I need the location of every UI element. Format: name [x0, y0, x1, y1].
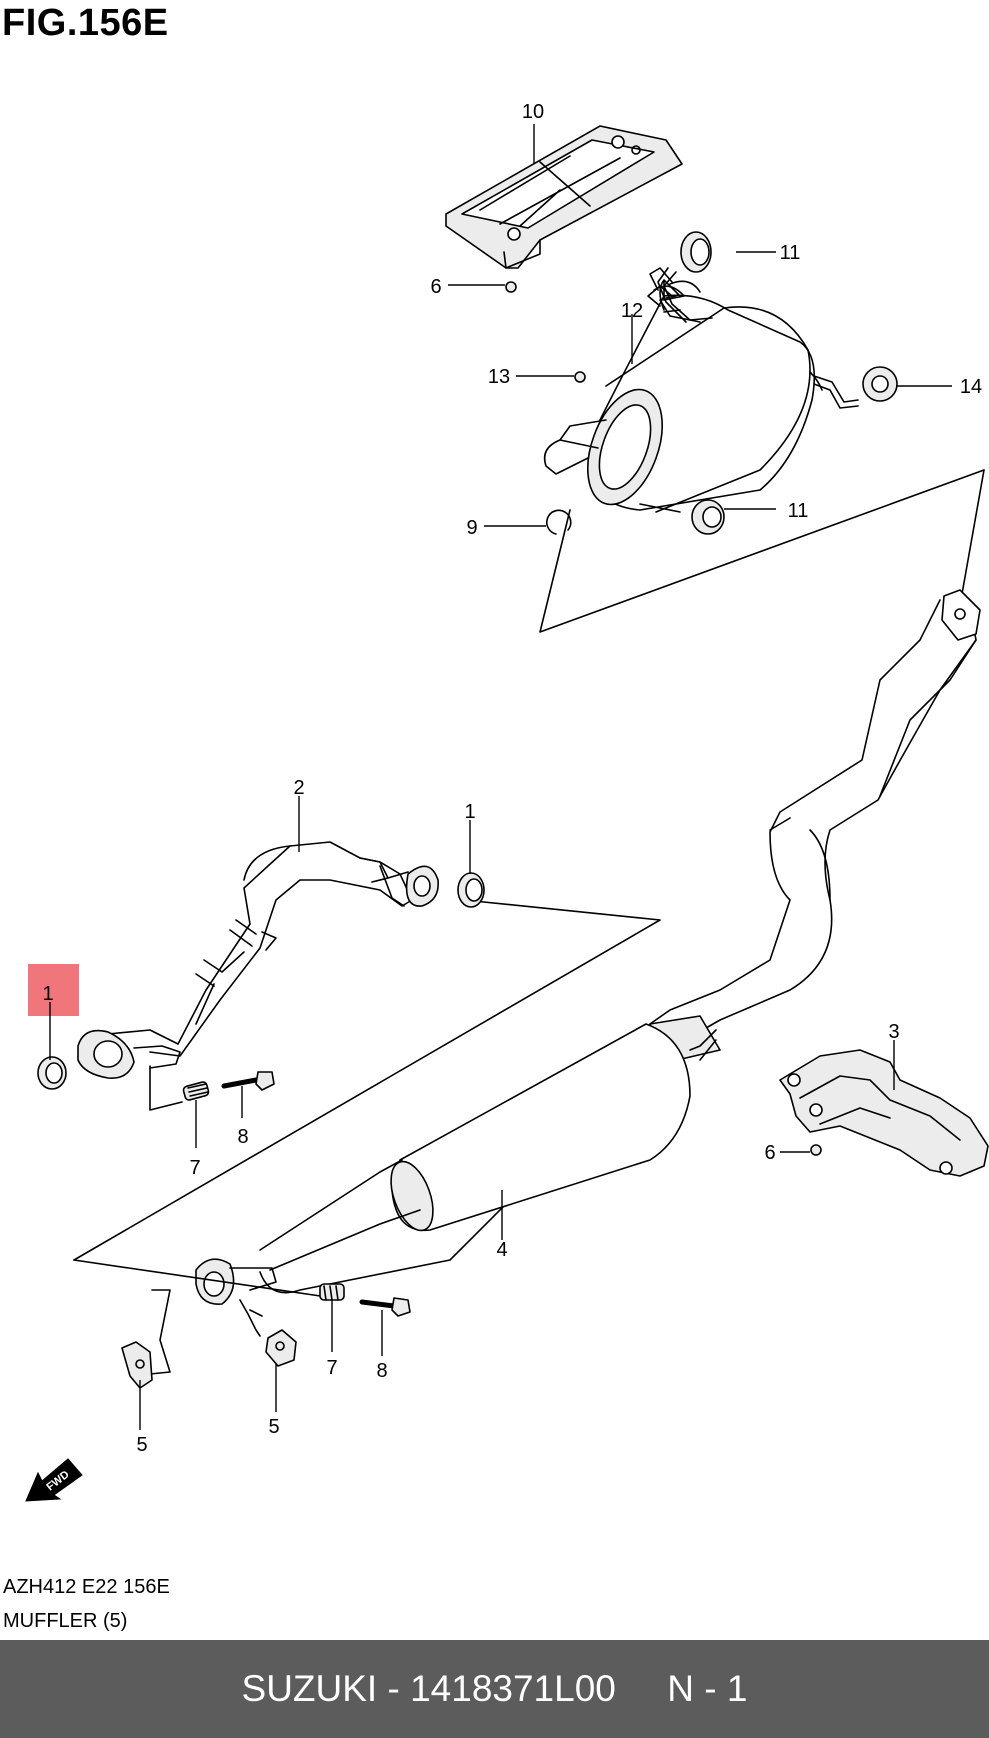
callout-1-highlighted: 1: [42, 983, 53, 1005]
callout-7-upper: 7: [189, 1157, 200, 1179]
callout-3: 3: [888, 1021, 899, 1043]
bracket-5-right: [265, 1329, 297, 1367]
gasket-ring-upper: [457, 872, 485, 908]
diagram-name: MUFFLER (5): [3, 1610, 128, 1632]
heat-shield-lower: [779, 1049, 989, 1177]
nut-upper: [505, 281, 517, 293]
diagram-code: AZH412 E22 156E: [3, 1576, 170, 1598]
callout-7-lower: 7: [326, 1357, 337, 1379]
callout-8-upper: 8: [237, 1126, 248, 1148]
callout-4: 4: [496, 1239, 507, 1261]
mount-rubber-lower: [691, 499, 725, 535]
bolt-8-lower: [359, 1297, 411, 1317]
spring-7-upper: [182, 1081, 210, 1101]
heat-shield-upper: [445, 125, 683, 269]
leader-lines: [49, 124, 952, 1430]
bolt-13: [574, 371, 586, 383]
assembly-line-upper: [539, 469, 985, 633]
mount-rubber-upper: [680, 231, 712, 273]
spring-7-lower: [319, 1283, 345, 1301]
callout-10: 10: [522, 101, 544, 123]
front-exhaust-pipe: [77, 841, 439, 1111]
callout-14: 14: [960, 376, 982, 398]
nut-lower: [810, 1144, 822, 1156]
gasket-ring-left: [37, 1056, 67, 1090]
forward-arrow-icon: FWD: [24, 1455, 84, 1512]
muffler-hanger-pipe: [657, 267, 713, 323]
callout-1-upper: 1: [464, 801, 475, 823]
callout-highlight: [28, 964, 79, 1016]
callout-5-right: 5: [268, 1416, 279, 1438]
callout-13: 13: [488, 366, 510, 388]
footer-bar: SUZUKI - 1418371L00 N - 1: [0, 1640, 989, 1738]
callout-12: 12: [621, 300, 643, 322]
callout-6-lower: 6: [764, 1142, 775, 1164]
gasket-ring-9: [546, 509, 572, 535]
assembly-line-lower: [73, 899, 661, 1261]
callout-2: 2: [293, 777, 304, 799]
bracket-5-left: [121, 1341, 153, 1389]
callout-8-lower: 8: [376, 1360, 387, 1382]
callout-9: 9: [466, 517, 477, 539]
callout-6-upper: 6: [430, 276, 441, 298]
mount-rubber-14: [862, 366, 898, 402]
rear-muffler: [543, 267, 859, 513]
callout-11-upper: 11: [780, 242, 801, 264]
figure-title: FIG.156E: [2, 2, 169, 44]
bolt-8-upper: [221, 1071, 275, 1091]
center-muffler-pipe: [195, 589, 981, 1337]
callout-5-left: 5: [136, 1434, 147, 1456]
footer-part-number: SUZUKI - 1418371L00 N - 1: [241, 1668, 748, 1709]
callout-11-lower: 11: [788, 500, 809, 522]
